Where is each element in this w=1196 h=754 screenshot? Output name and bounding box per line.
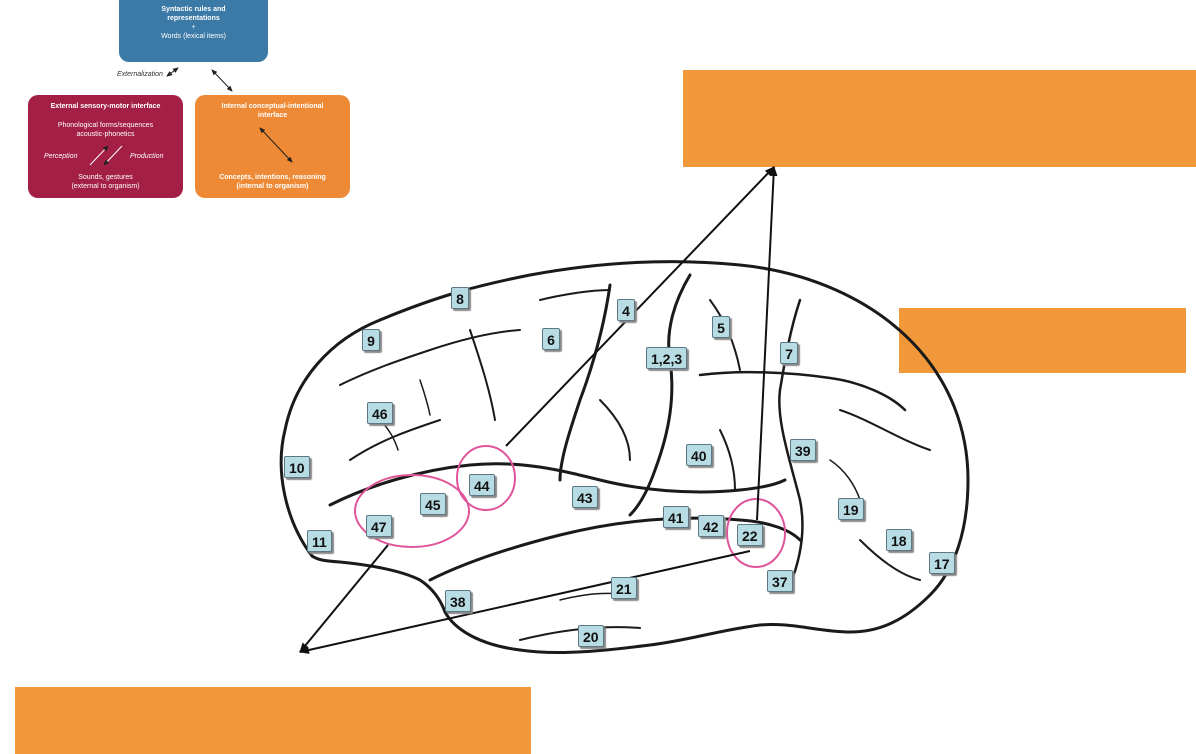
area-label-1-2-3: 1,2,3 <box>646 347 688 369</box>
sm-line1: Phonological forms/sequences <box>57 122 154 129</box>
syntax-plus: + <box>191 24 196 31</box>
highlight-44 <box>456 445 516 511</box>
syntax-words: Words (lexical items) <box>161 33 226 40</box>
area-label-18: 18 <box>886 529 912 551</box>
area-label-46: 46 <box>367 402 393 424</box>
internal-arrow <box>211 69 233 92</box>
area-label-37: 37 <box>767 570 793 592</box>
orange-box-bottom-left <box>15 687 531 754</box>
sm-title: External sensory-motor interface <box>50 103 161 110</box>
area-label-9: 9 <box>362 329 380 351</box>
area-label-43: 43 <box>572 486 598 508</box>
externalization-arrow <box>166 67 179 77</box>
area-label-22: 22 <box>737 524 763 546</box>
sm-sounds: Sounds, gestures <box>78 174 133 181</box>
area-label-41: 41 <box>663 506 689 528</box>
ci-internal: (internal to organism) <box>236 183 309 190</box>
area-label-47: 47 <box>366 515 392 537</box>
area-label-17: 17 <box>929 552 955 574</box>
ci-title-line1: Internal conceptual-intentional <box>221 103 324 110</box>
arrow-44-to-top <box>505 166 775 447</box>
area-label-10: 10 <box>284 456 310 478</box>
syntax-box: Syntactic rules and representations + Wo… <box>119 0 268 62</box>
area-label-38: 38 <box>445 590 471 612</box>
area-label-11: 11 <box>307 530 332 552</box>
sm-production: Production <box>130 153 164 160</box>
area-label-44: 44 <box>469 474 495 496</box>
ci-concepts: Concepts, intentions, reasoning <box>219 174 326 181</box>
perception-arrow <box>89 145 109 166</box>
highlight-circles <box>354 445 786 568</box>
orange-box-mid-right <box>899 308 1186 373</box>
arrow-22-to-top <box>756 166 778 521</box>
connection-arrows <box>299 166 778 654</box>
ci-title-line2: interface <box>257 112 288 119</box>
highlight-45-47 <box>354 474 470 548</box>
area-label-39: 39 <box>790 439 816 461</box>
area-label-21: 21 <box>611 577 637 599</box>
conceptual-box: Internal conceptual-intentional interfac… <box>195 95 350 198</box>
area-label-20: 20 <box>578 625 604 647</box>
sm-perception: Perception <box>44 153 78 160</box>
syntax-title-line1: Syntactic rules and <box>161 6 226 13</box>
orange-box-top-right <box>683 70 1196 167</box>
area-label-8: 8 <box>451 287 469 309</box>
concept-arrow <box>259 127 293 163</box>
area-label-5: 5 <box>712 316 730 338</box>
area-label-40: 40 <box>686 444 712 466</box>
sm-line2: acoustic-phonetics <box>76 131 135 138</box>
externalization-label: Externalization <box>117 71 163 78</box>
arrow-45-to-bottom <box>299 544 389 653</box>
syntax-title-line2: representations <box>167 15 220 22</box>
area-label-42: 42 <box>698 515 724 537</box>
arrow-22-to-bottom <box>299 550 751 654</box>
area-label-7: 7 <box>780 342 798 364</box>
sm-external: (external to organism) <box>71 183 140 190</box>
area-label-19: 19 <box>838 498 864 520</box>
area-label-45: 45 <box>420 493 446 515</box>
area-label-6: 6 <box>542 328 560 350</box>
highlight-22 <box>726 498 786 568</box>
model-arrows <box>89 67 293 166</box>
area-label-4: 4 <box>617 299 635 321</box>
production-arrow <box>103 145 123 166</box>
